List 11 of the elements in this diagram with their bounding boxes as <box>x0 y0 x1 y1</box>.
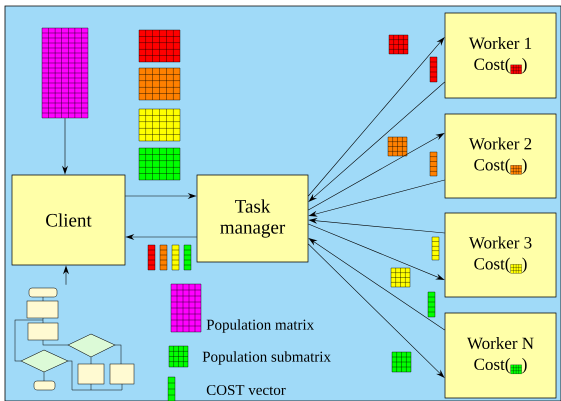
worker-box: Worker 1 Cost( ) <box>444 12 556 98</box>
process-box: Task manager <box>196 174 308 262</box>
worker-box: Worker 3 Cost( ) <box>444 212 556 298</box>
worker-box: Worker N Cost( ) <box>444 312 556 398</box>
legend-label: COST vector <box>206 384 286 396</box>
worker-box: Worker 2 Cost( ) <box>444 114 556 198</box>
legend-label: Population matrix <box>206 319 314 333</box>
process-box: Client <box>12 174 126 266</box>
population-matrix-drawing <box>42 28 88 118</box>
flowchart-drawing <box>14 288 134 390</box>
legend-label: Population submatrix <box>202 351 331 365</box>
